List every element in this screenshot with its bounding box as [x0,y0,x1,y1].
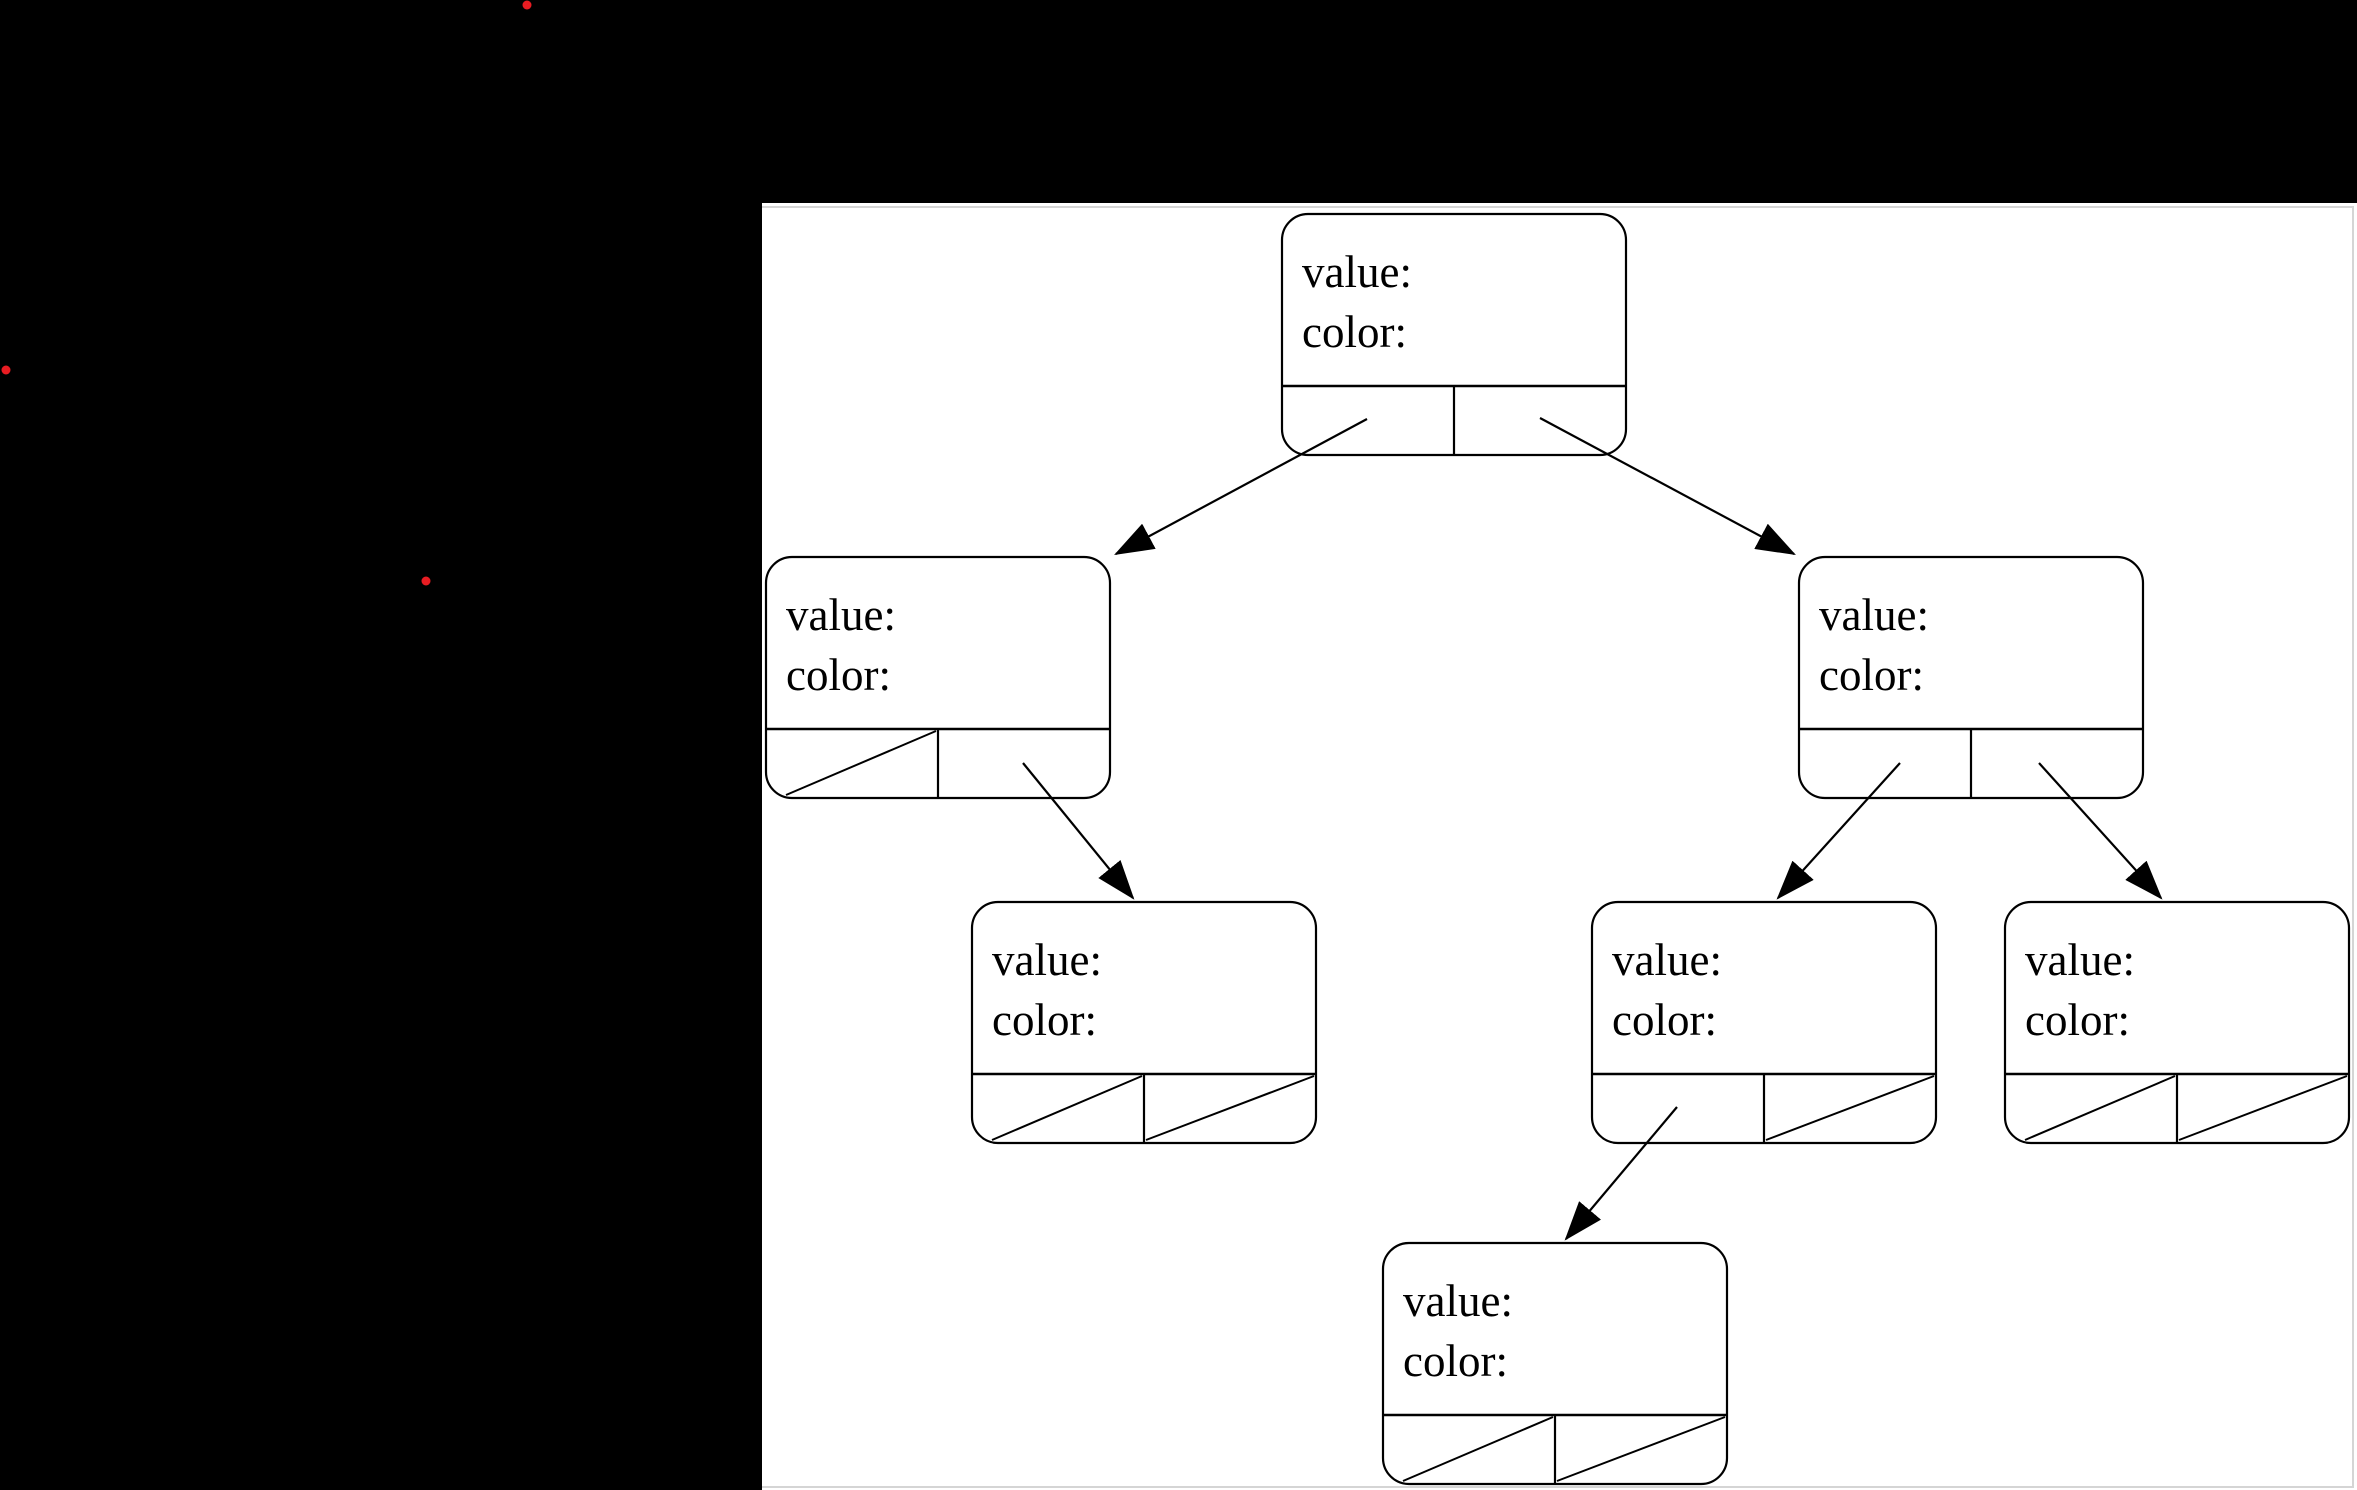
node-color-label: color: [1403,1336,1508,1386]
node-box [1590,900,1938,1145]
null-slash-left [785,730,937,796]
red-marker-dot [1,365,11,375]
node-color-label: color: [786,650,891,700]
null-slash-right [1765,1075,1935,1141]
tree-node-right-left: value: color: [1590,900,1938,1145]
null-slash-left [1402,1416,1554,1482]
node-box [1280,212,1628,457]
pointer-arrow-right-left [1776,762,1901,900]
node-box [2003,900,2351,1145]
node-color-label: color: [1302,307,1407,357]
node-box [1381,1241,1729,1486]
tree-node-root: value: color: [1280,212,1628,457]
tree-node-right-right: value: color: [2003,900,2351,1145]
null-slash-left [991,1075,1143,1141]
null-slash-right [1145,1075,1315,1141]
node-value-label: value: [1302,247,1412,297]
node-color-label: color: [1612,995,1717,1045]
node-value-label: value: [786,590,896,640]
red-marker-dot [522,0,532,10]
node-color-label: color: [1819,650,1924,700]
node-value-label: value: [1403,1276,1513,1326]
pointer-arrow-root-right [1539,417,1796,556]
node-value-label: value: [992,935,1102,985]
null-slash-right [2178,1075,2348,1141]
node-value-label: value: [1612,935,1722,985]
tree-node-left-right: value: color: [970,900,1318,1145]
node-color-label: color: [992,995,1097,1045]
tree-node-right-left-left: value: color: [1381,1241,1729,1486]
pointer-arrow-left-right [1022,762,1135,900]
pointer-arrow-right-right [2038,762,2163,900]
tree-node-left: value: color: [764,555,1112,800]
pointer-arrow-root-left [1114,418,1368,556]
node-color-label: color: [2025,995,2130,1045]
red-marker-dot [421,576,431,586]
node-value-label: value: [1819,590,1929,640]
null-slash-right [1556,1416,1726,1482]
node-box [1797,555,2145,800]
null-slash-left [2024,1075,2176,1141]
node-value-label: value: [2025,935,2135,985]
node-box [764,555,1112,800]
tree-node-right: value: color: [1797,555,2145,800]
node-box [970,900,1318,1145]
pointer-arrow-right-left-left [1564,1106,1678,1241]
